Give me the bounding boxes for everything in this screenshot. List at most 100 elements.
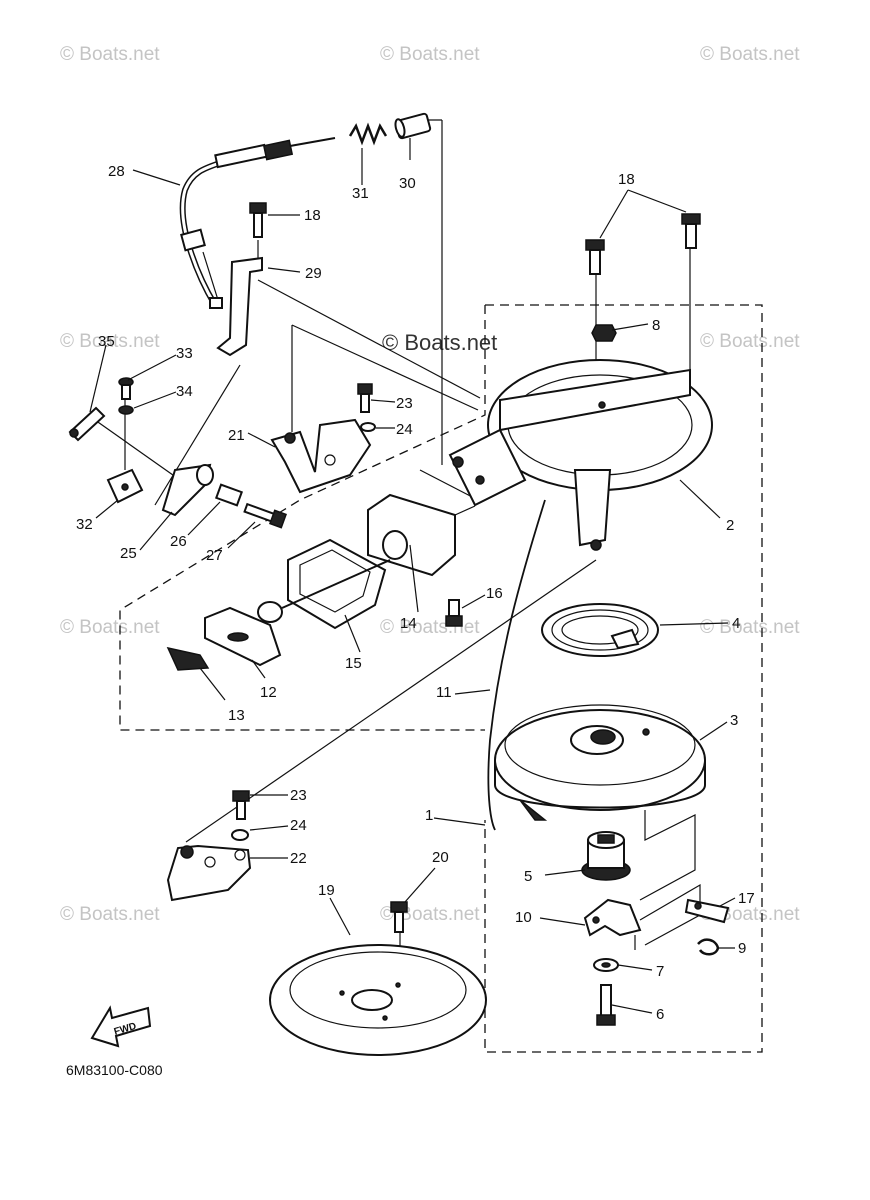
bolt-18-right-b [681, 213, 701, 249]
callout-27: 27 [206, 547, 223, 564]
starter-assembly-box [484, 304, 763, 1053]
callout-17: 17 [738, 890, 755, 907]
sheave-drum [494, 704, 706, 821]
callout-6: 6 [656, 1006, 664, 1023]
callout-31: 31 [352, 185, 369, 202]
callout-29: 29 [305, 265, 322, 282]
callout-21: 21 [228, 427, 245, 444]
drive-pawl [684, 898, 730, 924]
callout-8: 8 [652, 317, 660, 334]
callout-9: 9 [738, 940, 746, 957]
callout-12: 12 [260, 684, 277, 701]
leader-line [291, 324, 479, 411]
bolt-18-top [249, 202, 267, 238]
stopper [166, 844, 252, 902]
fwd-arrow-icon: FWD [90, 1005, 152, 1048]
lever-32 [106, 468, 144, 504]
callout-35: 35 [98, 333, 115, 350]
callout-10: 10 [515, 909, 532, 926]
callout-18: 18 [304, 207, 321, 224]
watermark: © Boats.net [700, 44, 800, 65]
washer-24-upper [360, 422, 376, 432]
leader-line [94, 419, 181, 481]
callout-23: 23 [290, 787, 307, 804]
collar-26 [214, 483, 244, 507]
handle-group-outline [119, 305, 486, 731]
callout-22: 22 [290, 850, 307, 867]
callout-18: 18 [618, 171, 635, 188]
leader-line [639, 810, 696, 901]
link-rod [68, 406, 106, 442]
callout-4: 4 [732, 615, 740, 632]
lever-25 [161, 463, 214, 517]
callout-1: 1 [425, 807, 433, 824]
callout-33: 33 [176, 345, 193, 362]
watermark: © Boats.net [60, 44, 160, 65]
circlip [697, 938, 720, 956]
callout-3: 3 [730, 712, 738, 729]
watermark: © Boats.net [700, 617, 800, 638]
rope-guide [367, 493, 476, 577]
washer-7 [593, 958, 619, 972]
watermark: © Boats.net [700, 331, 800, 352]
throttle-cable [179, 137, 336, 309]
bolt-23-lower [232, 790, 250, 820]
callout-11: 11 [436, 684, 452, 701]
starter-handle [204, 559, 391, 667]
assembly-outlines [94, 119, 763, 1053]
bolt-6 [596, 984, 616, 1026]
bolt-18-right-a [585, 239, 605, 275]
callout-24: 24 [396, 421, 413, 438]
callout-2: 2 [726, 517, 734, 534]
parts-layer: FWD [68, 112, 730, 1056]
callout-labels: 28 31 30 18 18 29 8 35 33 34 23 24 21 32… [76, 163, 755, 1023]
callout-5: 5 [524, 868, 532, 885]
watermark: © Boats.net [60, 617, 160, 638]
watermark: © Boats.net [60, 904, 160, 925]
screw-33 [118, 377, 134, 400]
starter-rope [487, 499, 546, 831]
callout-30: 30 [399, 175, 416, 192]
watermark: © Boats.net [380, 617, 480, 638]
pawl-plate [583, 898, 642, 937]
diagram-code: 6M83100-C080 [66, 1062, 163, 1078]
spring [348, 122, 388, 146]
callout-26: 26 [170, 533, 187, 550]
nut [591, 324, 617, 342]
washer-24-lower [231, 829, 249, 841]
screw-20 [390, 901, 408, 933]
spiral-spring [541, 603, 659, 657]
starter-housing [448, 359, 713, 551]
leader-line [419, 469, 479, 501]
callout-32: 32 [76, 516, 93, 533]
callout-13: 13 [228, 707, 245, 724]
bolt-27 [243, 502, 287, 529]
watermark: © Boats.net [380, 44, 480, 65]
callout-7: 7 [656, 963, 664, 980]
callout-28: 28 [108, 163, 125, 180]
callout-14: 14 [400, 615, 417, 632]
callout-15: 15 [345, 655, 362, 672]
handle-insert [166, 646, 210, 671]
pulley-plate [269, 944, 487, 1056]
neutral-plate [270, 418, 372, 494]
washer-34 [118, 405, 134, 415]
watermark: © Boats.net [382, 330, 497, 355]
screw-16 [445, 599, 463, 627]
leader-line [257, 279, 481, 399]
bolt-23-upper [357, 383, 373, 413]
drive-bushing [581, 831, 631, 881]
callout-24: 24 [290, 817, 307, 834]
leader-line [639, 883, 701, 946]
callout-16: 16 [486, 585, 503, 602]
callout-20: 20 [432, 849, 449, 866]
watermark: © Boats.net [60, 331, 160, 352]
callout-34: 34 [176, 383, 193, 400]
callout-19: 19 [318, 882, 335, 899]
callout-25: 25 [120, 545, 137, 562]
cable-bracket [216, 256, 263, 357]
leader-line [154, 364, 241, 506]
callout-23: 23 [396, 395, 413, 412]
collar [394, 112, 432, 140]
